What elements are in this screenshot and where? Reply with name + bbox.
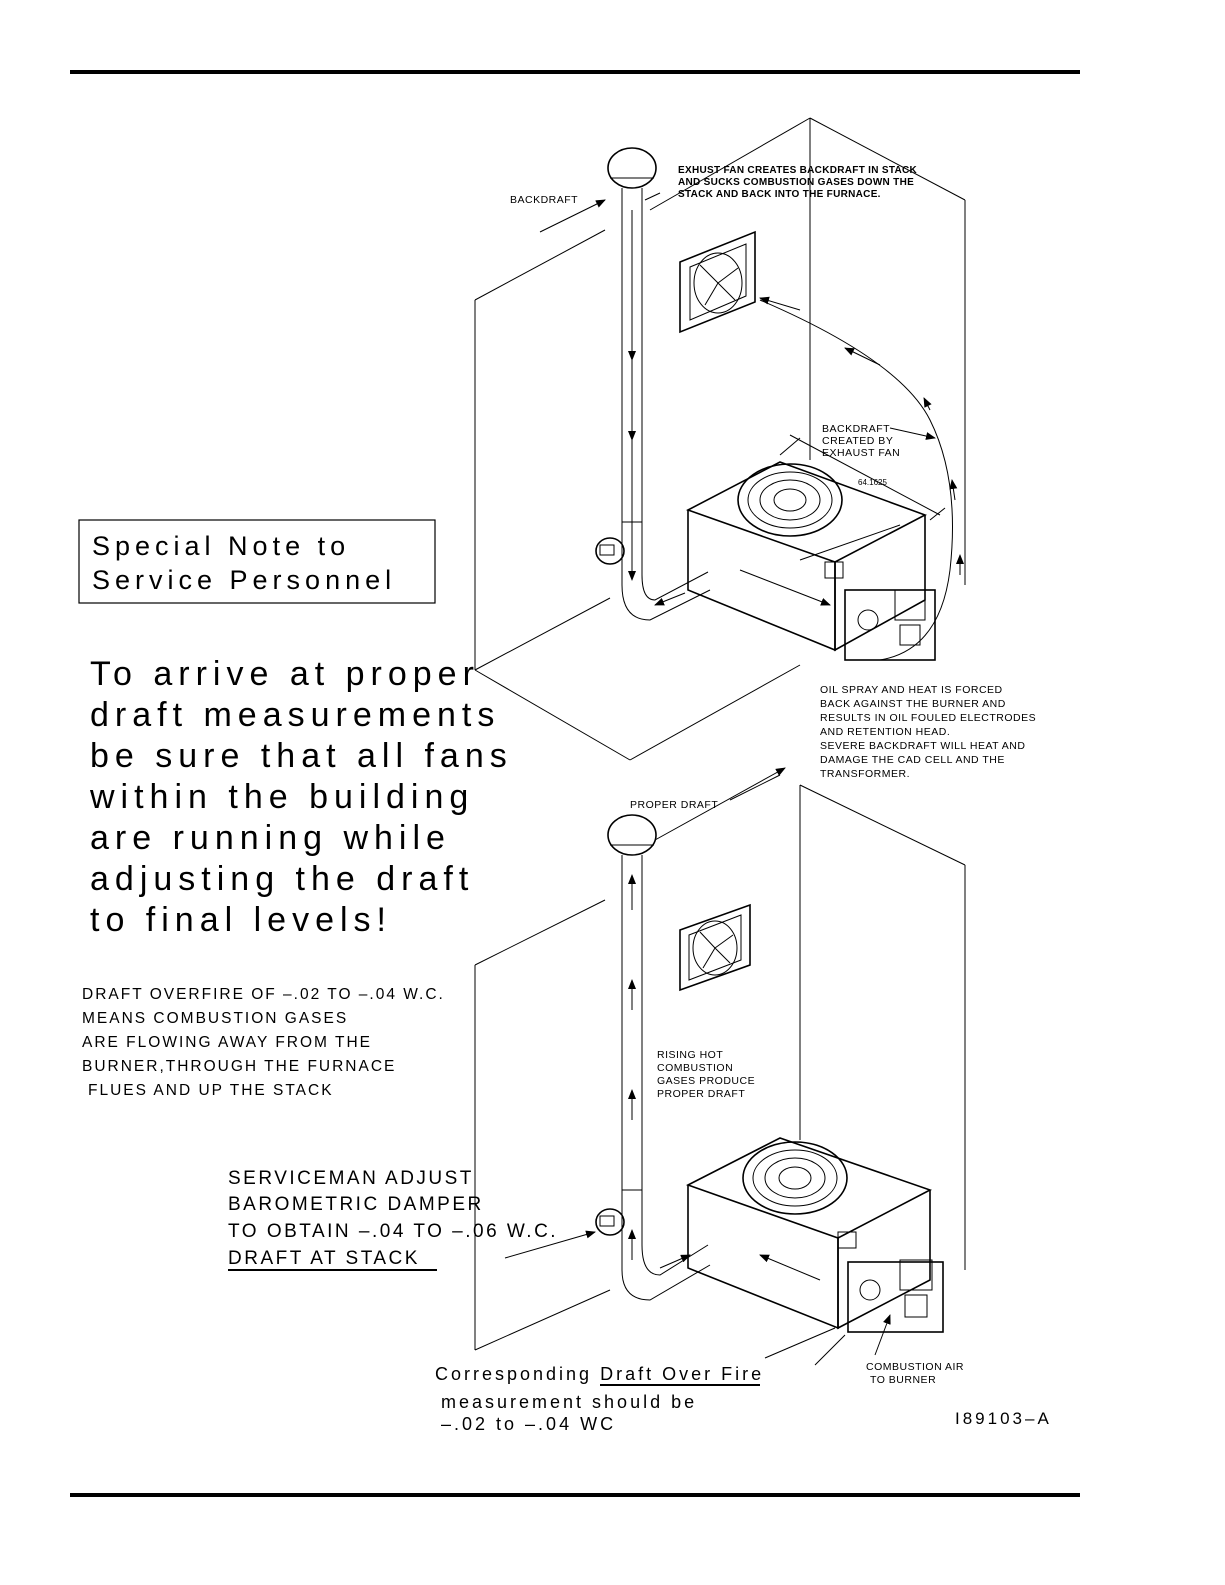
combustion-air-label: COMBUSTION AIR TO BURNER xyxy=(866,1361,964,1386)
svg-text:–.02 to –.04 WC: –.02 to –.04 WC xyxy=(441,1414,616,1434)
svg-text:within the building: within the building xyxy=(89,778,474,816)
svg-text:EXHUST FAN CREATES BACKDRAFT I: EXHUST FAN CREATES BACKDRAFT IN STACK xyxy=(678,165,918,176)
top-blower xyxy=(737,463,843,537)
svg-text:CREATED BY: CREATED BY xyxy=(822,435,893,447)
backdraft-created-label: BACKDRAFT CREATED BY EXHAUST FAN xyxy=(822,423,900,459)
svg-text:SERVICEMAN ADJUST: SERVICEMAN ADJUST xyxy=(228,1168,474,1189)
svg-text:TRANSFORMER.: TRANSFORMER. xyxy=(820,768,910,780)
svg-text:are running while: are running while xyxy=(90,819,451,857)
svg-text:STACK AND BACK INTO THE FURNAC: STACK AND BACK INTO THE FURNACE. xyxy=(678,189,881,200)
svg-text:BURNER,THROUGH THE FURNACE: BURNER,THROUGH THE FURNACE xyxy=(82,1058,396,1075)
serviceman-note: SERVICEMAN ADJUST BAROMETRIC DAMPER TO O… xyxy=(228,1168,558,1271)
bottom-arrows xyxy=(504,767,891,1366)
svg-text:DRAFT OVERFIRE OF –.02 TO –.04: DRAFT OVERFIRE OF –.02 TO –.04 W.C. xyxy=(82,986,445,1003)
svg-text:DAMAGE THE CAD CELL AND THE: DAMAGE THE CAD CELL AND THE xyxy=(820,754,1005,766)
svg-text:RESULTS IN OIL FOULED ELECTROD: RESULTS IN OIL FOULED ELECTRODES xyxy=(820,712,1036,724)
proper-draft-label: PROPER DRAFT xyxy=(630,799,718,811)
top-exhaust-fan xyxy=(679,230,756,334)
svg-text:COMBUSTION AIR: COMBUSTION AIR xyxy=(866,1361,964,1373)
svg-text:be sure that all fans: be sure that all fans xyxy=(90,737,513,775)
svg-text:GASES PRODUCE: GASES PRODUCE xyxy=(657,1075,755,1087)
svg-text:FLUES AND UP THE STACK: FLUES AND UP THE STACK xyxy=(88,1082,334,1099)
svg-text:PROPER DRAFT: PROPER DRAFT xyxy=(657,1088,745,1100)
oil-spray-note: OIL SPRAY AND HEAT IS FORCED BACK AGAINS… xyxy=(820,684,1036,780)
svg-text:to final levels!: to final levels! xyxy=(90,901,392,939)
exhaust-note: EXHUST FAN CREATES BACKDRAFT IN STACK AN… xyxy=(678,165,918,200)
svg-text:Corresponding Draft Over Fire: Corresponding Draft Over Fire xyxy=(435,1364,764,1384)
svg-text:ARE FLOWING AWAY FROM THE: ARE FLOWING AWAY FROM THE xyxy=(82,1034,372,1051)
svg-text:DRAFT AT STACK: DRAFT AT STACK xyxy=(228,1248,420,1269)
corresponding-note: Corresponding Draft Over Fire measuremen… xyxy=(435,1364,764,1434)
svg-text:AND SUCKS COMBUSTION GASES DOW: AND SUCKS COMBUSTION GASES DOWN THE xyxy=(678,177,914,188)
bottom-room xyxy=(474,784,966,1359)
svg-text:draft measurements: draft measurements xyxy=(90,696,500,734)
barometric-damper xyxy=(595,537,625,565)
dimension-label: 64.1625 xyxy=(858,478,887,487)
bottom-stack xyxy=(595,814,711,1301)
svg-text:Special Note to: Special Note to xyxy=(92,531,350,561)
bottom-blower xyxy=(742,1141,848,1215)
svg-text:MEANS COMBUSTION GASES: MEANS COMBUSTION GASES xyxy=(82,1010,348,1027)
svg-text:OIL SPRAY AND HEAT IS FORCED: OIL SPRAY AND HEAT IS FORCED xyxy=(820,684,1003,696)
svg-text:adjusting the draft: adjusting the draft xyxy=(90,860,474,898)
bottom-exhaust-fan xyxy=(679,903,751,992)
top-room xyxy=(474,117,966,761)
bottom-barometric-damper xyxy=(595,1208,625,1236)
svg-text:RISING HOT: RISING HOT xyxy=(657,1049,723,1061)
svg-text:measurement should be: measurement should be xyxy=(441,1392,697,1412)
svg-text:EXHAUST FAN: EXHAUST FAN xyxy=(822,447,900,459)
svg-text:COMBUSTION: COMBUSTION xyxy=(657,1062,733,1074)
top-backdraft-arrows xyxy=(539,192,964,801)
bottom-furnace xyxy=(685,1137,944,1333)
svg-text:Service Personnel: Service Personnel xyxy=(92,565,396,595)
svg-text:BACKDRAFT: BACKDRAFT xyxy=(822,423,890,435)
rising-gases-note: RISING HOT COMBUSTION GASES PRODUCE PROP… xyxy=(657,1049,755,1100)
svg-text:TO BURNER: TO BURNER xyxy=(870,1374,936,1386)
top-furnace xyxy=(686,461,936,661)
fan-instructions: To arrive at proper draft measurements b… xyxy=(89,655,513,939)
svg-text:To arrive at proper: To arrive at proper xyxy=(90,655,480,693)
top-stack xyxy=(595,147,711,621)
figure-id: I89103–A xyxy=(955,1409,1052,1428)
draft-overfire-note: DRAFT OVERFIRE OF –.02 TO –.04 W.C. MEAN… xyxy=(82,986,445,1099)
svg-text:AND RETENTION HEAD.: AND RETENTION HEAD. xyxy=(820,726,950,738)
svg-text:BACK AGAINST THE BURNER AND: BACK AGAINST THE BURNER AND xyxy=(820,698,1006,710)
top-backdraft-label: BACKDRAFT xyxy=(510,194,578,206)
special-note-box: Special Note to Service Personnel xyxy=(78,519,436,604)
svg-text:BAROMETRIC DAMPER: BAROMETRIC DAMPER xyxy=(228,1194,484,1215)
svg-text:TO OBTAIN –.04 TO –.06 W.C.: TO OBTAIN –.04 TO –.06 W.C. xyxy=(228,1221,558,1242)
svg-text:SEVERE BACKDRAFT WILL HEAT AND: SEVERE BACKDRAFT WILL HEAT AND xyxy=(820,740,1025,752)
